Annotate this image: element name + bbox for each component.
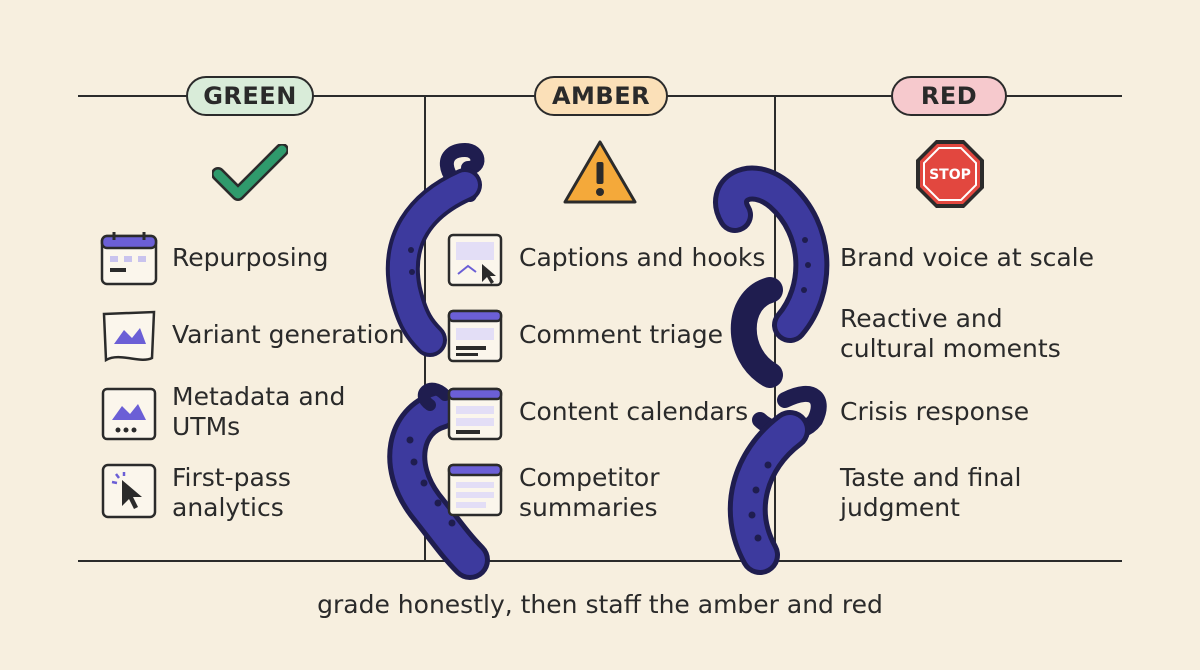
amber-header-label: AMBER: [551, 82, 651, 110]
list-item: Captions and hooks: [519, 243, 765, 273]
column-divider-1: [424, 95, 426, 562]
red-header-pill: RED: [891, 76, 1007, 116]
list-item: Taste and final judgment: [840, 463, 1021, 523]
list-item: Content calendars: [519, 397, 748, 427]
green-header-pill: GREEN: [186, 76, 314, 116]
amber-header-pill: AMBER: [534, 76, 668, 116]
item-label: Content calendars: [519, 397, 749, 426]
item-label: Brand voice at scale: [840, 243, 1095, 272]
image-tag-icon: [101, 387, 157, 441]
image-variant-icon: [102, 310, 156, 363]
calendar-icon: [100, 232, 158, 286]
item-label: Metadata and UTMs: [172, 382, 346, 441]
item-label: Captions and hooks: [519, 243, 766, 272]
check-icon: [212, 144, 288, 201]
cursor-card-icon: [447, 233, 503, 287]
item-label: Competitor summaries: [519, 463, 660, 522]
list-item: Variant generation: [172, 320, 405, 350]
item-label: Crisis response: [840, 397, 1030, 426]
item-label: Repurposing: [172, 243, 329, 272]
list-item: Repurposing: [172, 243, 328, 273]
bottom-rule: [78, 560, 1122, 562]
stop-sign-icon: STOP: [916, 140, 984, 208]
list-item: Crisis response: [840, 397, 1029, 427]
item-label: Variant generation: [172, 320, 405, 349]
stop-sign-text: STOP: [929, 167, 971, 183]
green-header-label: GREEN: [203, 82, 297, 110]
column-divider-2: [774, 95, 776, 562]
item-label: Comment triage: [519, 320, 724, 349]
list-item: Brand voice at scale: [840, 243, 1094, 273]
item-label: Reactive and cultural moments: [840, 304, 1061, 363]
list-item: Comment triage: [519, 320, 723, 350]
cursor-click-icon: [101, 463, 157, 519]
footer-caption: grade honestly, then staff the amber and…: [317, 590, 883, 619]
item-label: Taste and final judgment: [840, 463, 1022, 522]
item-label: First-pass analytics: [172, 463, 291, 522]
red-header-label: RED: [920, 82, 978, 110]
calendar-window-icon: [447, 387, 503, 441]
comment-window-icon: [447, 309, 503, 363]
list-item: Competitor summaries: [519, 463, 659, 523]
list-item: First-pass analytics: [172, 463, 291, 523]
list-item: Metadata and UTMs: [172, 382, 345, 442]
list-item: Reactive and cultural moments: [840, 304, 1061, 364]
warning-icon: [563, 140, 637, 204]
summary-window-icon: [447, 463, 503, 517]
